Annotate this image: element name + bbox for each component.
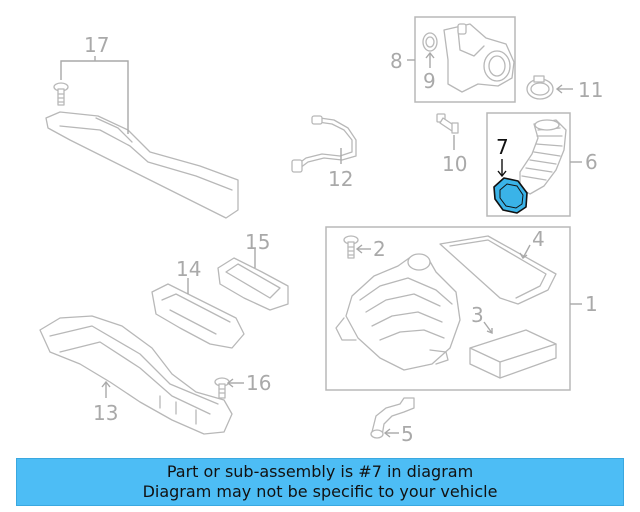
leader-16-arrow: [226, 378, 234, 388]
part-15-bracket: [217, 257, 289, 311]
part-1-air-cleaner-housing: [335, 253, 461, 371]
callout-5: 5: [401, 422, 414, 446]
part-17-screw: [53, 82, 69, 106]
callout-13: 13: [93, 401, 118, 425]
leader-13-arrow: [101, 380, 111, 388]
part-16-screw: [214, 377, 230, 399]
box-1-air-cleaner: [325, 226, 571, 391]
leader-9-arrow: [425, 51, 435, 59]
part-5-hose: [370, 397, 415, 439]
callout-14: 14: [176, 257, 201, 281]
callout-3: 3: [471, 303, 484, 327]
callout-7: 7: [496, 135, 509, 159]
part-6-intake-duct: [519, 119, 567, 195]
banner-line-2: Diagram may not be specific to your vehi…: [142, 482, 498, 501]
callout-1: 1: [585, 292, 598, 316]
callout-4: 4: [532, 227, 545, 251]
part-8-throttle-body: [443, 23, 515, 93]
leader-4: [522, 244, 531, 259]
callout-6: 6: [585, 150, 598, 174]
callout-8: 8: [390, 49, 403, 73]
part-9-gasket: [422, 32, 438, 52]
part-12-sensor-wire: [291, 115, 357, 173]
part-3-filter-element: [469, 329, 557, 379]
part-13-deflector: [39, 315, 233, 435]
part-17-cowl-panel: [45, 111, 239, 219]
callout-10: 10: [442, 152, 467, 176]
leader-5-arrow: [383, 428, 391, 438]
part-2-screw: [343, 235, 359, 259]
leader-11-arrow: [555, 84, 563, 94]
callout-9: 9: [423, 69, 436, 93]
leader-2-arrow: [355, 244, 363, 254]
leader-3-arrow: [486, 328, 493, 335]
leader-7-arrow: [497, 170, 507, 178]
banner-line-1: Part or sub-assembly is #7 in diagram: [166, 462, 474, 481]
callout-12: 12: [328, 167, 353, 191]
part-10-bolt: [436, 113, 459, 134]
callout-17: 17: [84, 33, 109, 57]
part-11-clamp: [526, 75, 554, 100]
callout-11: 11: [578, 78, 603, 102]
part-14-mount: [151, 283, 245, 349]
callout-15: 15: [245, 230, 270, 254]
leader-4-arrow: [519, 252, 528, 260]
parts-diagram: 17 12 8 9 11 10: [39, 16, 603, 446]
info-banner: Part or sub-assembly is #7 in diagram Di…: [16, 458, 624, 506]
callout-16: 16: [246, 371, 271, 395]
part-4-filter-cover: [439, 235, 557, 305]
part-7-seal-highlighted: [493, 177, 528, 214]
leader-3: [483, 321, 493, 334]
box-6-intake-duct: [486, 112, 571, 217]
callout-2: 2: [373, 237, 386, 261]
